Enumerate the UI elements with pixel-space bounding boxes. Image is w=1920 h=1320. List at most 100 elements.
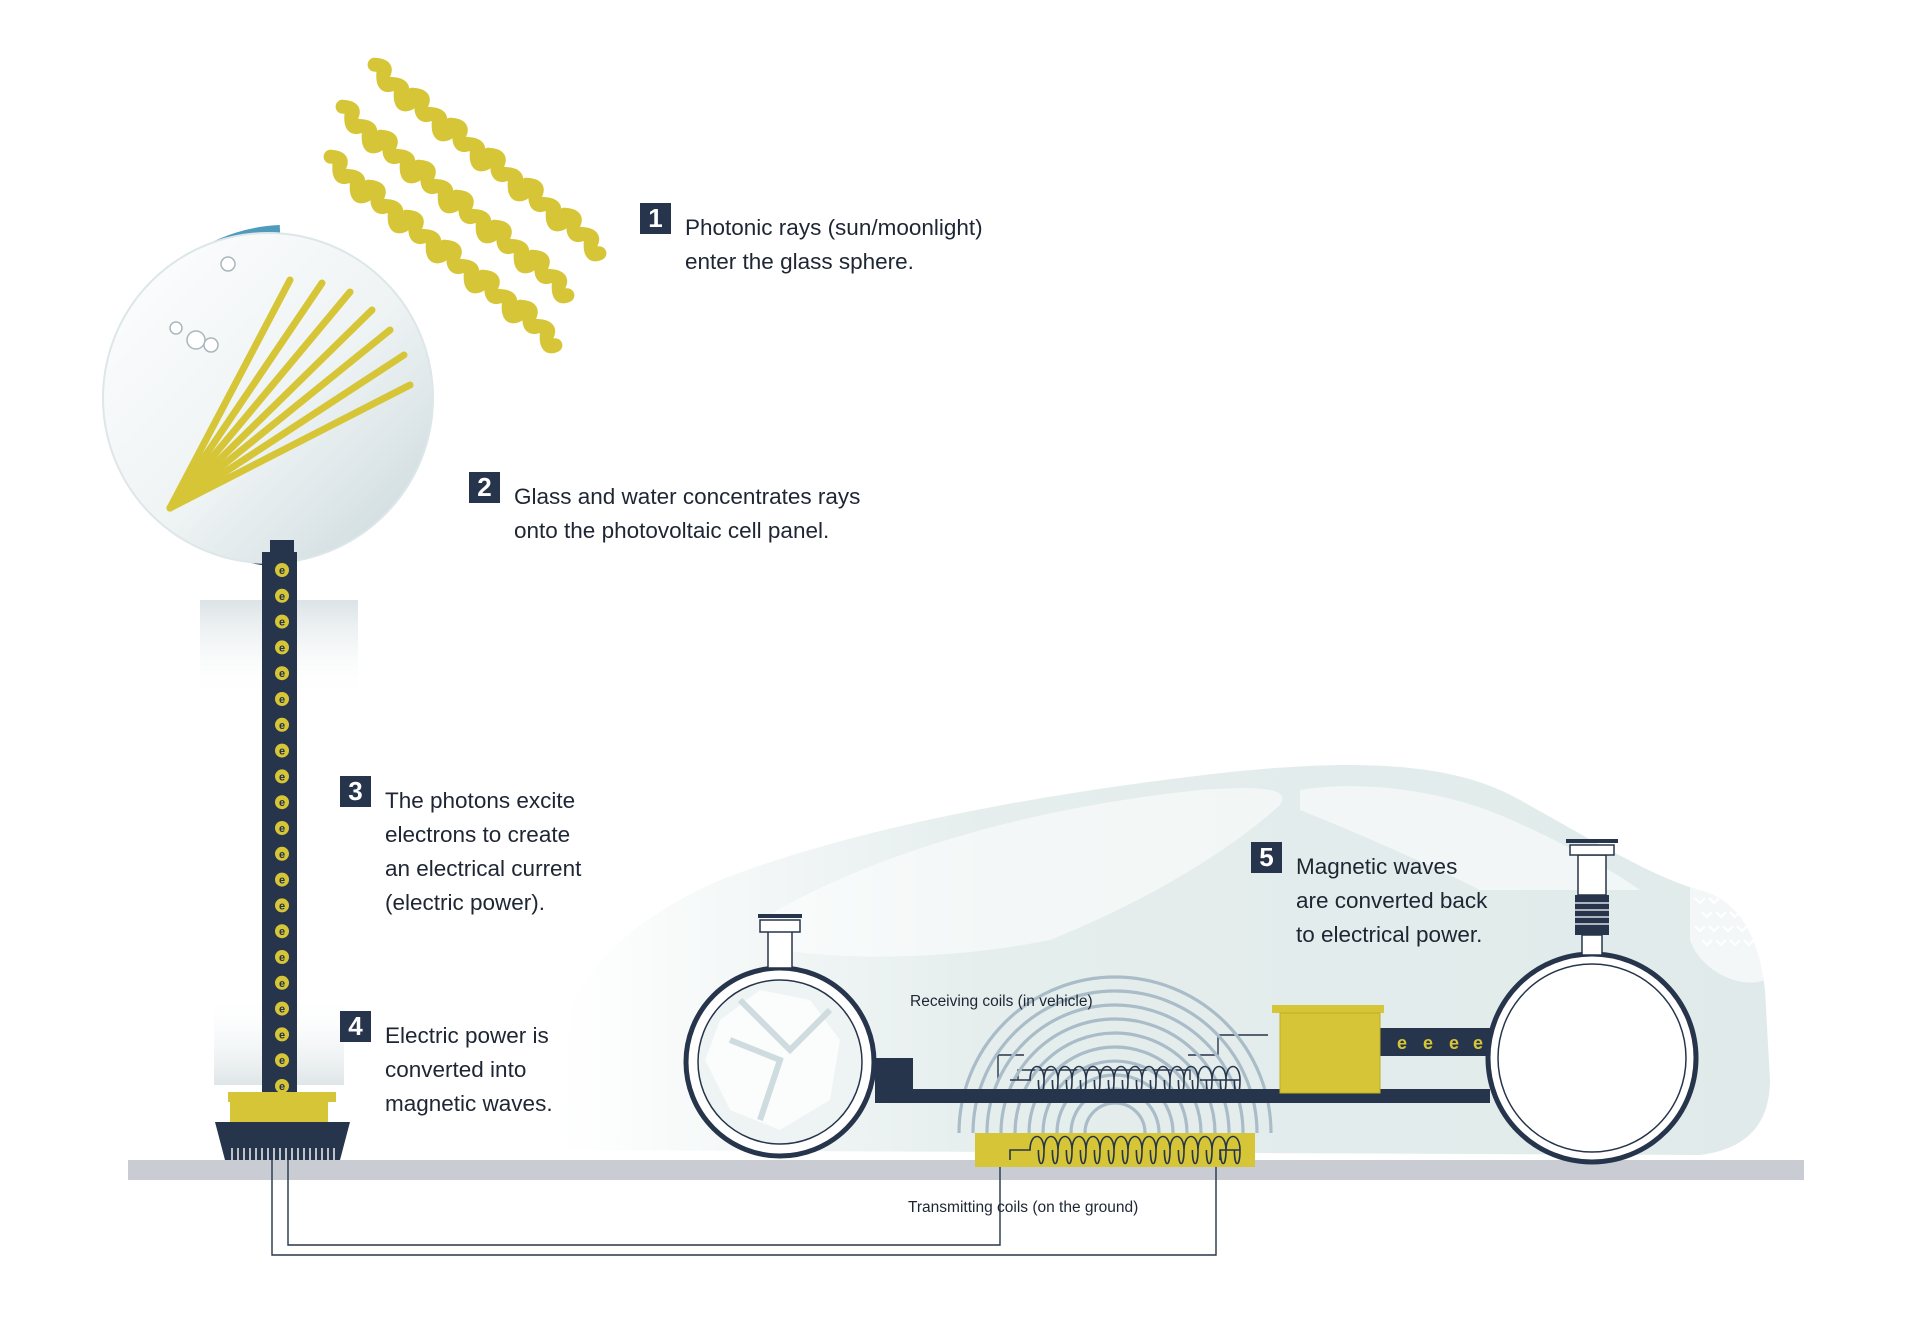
transmitter-base [215, 1092, 350, 1160]
electron-label: e [279, 1081, 285, 1093]
electron-label: e [279, 926, 285, 938]
converter-box [1272, 1005, 1384, 1094]
electron-symbol [275, 743, 289, 758]
sphere-connector [270, 540, 294, 552]
step-3-text: The photons excite electrons to create a… [385, 788, 582, 915]
photon-ray [437, 239, 487, 294]
electron-symbol [275, 563, 289, 577]
electron-label: e [279, 952, 285, 964]
electron-symbol [275, 717, 289, 732]
headlight-pattern [1694, 869, 1755, 947]
transmitting-coils-label: Transmitting coils (on the ground) [908, 1199, 1139, 1216]
photon-ray [519, 177, 569, 232]
magnetic-wave [1083, 1101, 1147, 1134]
step-4-text: Electric power is converted into magneti… [385, 1023, 553, 1116]
photon-ray [335, 99, 385, 154]
photon-ray [481, 147, 531, 202]
electron-label: e [1473, 1033, 1483, 1053]
electron-label: e [279, 823, 285, 835]
electron-label: e [279, 1029, 285, 1041]
electron-label: e [279, 565, 285, 577]
electron-symbol [275, 1027, 289, 1042]
water-bubbles [169, 256, 236, 353]
electron-label: e [279, 617, 285, 629]
electron-label: e [279, 1055, 285, 1067]
photon-ray [323, 149, 373, 204]
photon-ray [513, 299, 563, 354]
electron-label: e [1423, 1033, 1433, 1053]
electron-symbol [275, 872, 289, 887]
electron-label: e [279, 720, 285, 732]
magnetic-wave [957, 975, 1273, 1134]
electron-label: e [279, 668, 285, 680]
electron-symbol [275, 666, 289, 681]
electron-symbol [275, 950, 289, 964]
step-3-number: 3 [340, 776, 371, 807]
step-1-number: 1 [640, 203, 671, 234]
photon-ray [449, 189, 499, 244]
photon-ray [487, 219, 537, 274]
rear-wheel [1485, 839, 1699, 1165]
electron-label: e [279, 978, 285, 990]
photon-ray [475, 269, 525, 324]
step-1-text: Photonic rays (sun/moonlight) enter the … [685, 215, 983, 274]
step-4-number: 4 [340, 1011, 371, 1042]
ground [128, 1160, 1804, 1180]
electron-symbol [275, 821, 289, 835]
electron-symbol [275, 846, 289, 861]
transmitting-coil [1009, 1135, 1241, 1165]
electron-label: e [1397, 1033, 1407, 1053]
photon-ray [405, 87, 455, 142]
photonic-rays [323, 57, 607, 354]
receiving-coils-label: Receiving coils (in vehicle) [910, 993, 1093, 1010]
concentrated-ray [166, 276, 294, 512]
receiving-coil [1010, 1065, 1241, 1095]
concentrated-ray [166, 279, 326, 512]
electron-label: e [279, 771, 285, 783]
electron-symbol [275, 1001, 289, 1016]
electron-symbol [275, 898, 289, 913]
electron-symbol [275, 588, 289, 603]
electron-label: e [279, 797, 285, 809]
electron-symbol [275, 1079, 289, 1093]
concentrated-ray [166, 306, 376, 512]
electron-symbol [275, 692, 289, 706]
photon-ray [361, 179, 411, 234]
electron-label: e [1449, 1033, 1459, 1053]
electron-label: e [279, 694, 285, 706]
electron-symbol [275, 975, 289, 990]
photon-ray [367, 57, 417, 112]
concentrated-rays [166, 276, 414, 512]
electron-symbol [275, 1053, 289, 1068]
step-5: 5 Magnetic waves are converted back to e… [1251, 842, 1487, 952]
photon-ray [411, 159, 461, 214]
electron-label: e [279, 849, 285, 861]
electron-symbol [275, 769, 289, 784]
electron-label: e [279, 642, 285, 654]
electron-symbol [275, 614, 289, 629]
step-3: 3 The photons excite electrons to create… [340, 776, 581, 920]
electron-label: e [279, 900, 285, 912]
electron-label: e [279, 746, 285, 758]
step-2-number: 2 [469, 472, 500, 503]
step-4: 4 Electric power is converted into magne… [340, 1011, 553, 1121]
photon-ray [557, 207, 607, 262]
electron-symbol [275, 640, 289, 655]
concentrated-ray [166, 351, 408, 512]
magnetic-wave [971, 989, 1259, 1134]
step-5-number: 5 [1251, 842, 1282, 873]
magnetic-wave [985, 1003, 1245, 1134]
step-2: 2 Glass and water concentrates rays onto… [469, 472, 860, 548]
photon-ray [373, 129, 423, 184]
magnetic-wave [999, 1017, 1231, 1134]
step-5-text: Magnetic waves are converted back to ele… [1296, 854, 1488, 947]
electron-label: e [279, 591, 285, 603]
electron-label: e [279, 875, 285, 887]
electron-symbol [275, 924, 289, 939]
step-2-text: Glass and water concentrates rays onto t… [514, 484, 861, 543]
step-1: 1 Photonic rays (sun/moonlight) enter th… [640, 203, 983, 279]
electron-symbol [275, 795, 289, 810]
